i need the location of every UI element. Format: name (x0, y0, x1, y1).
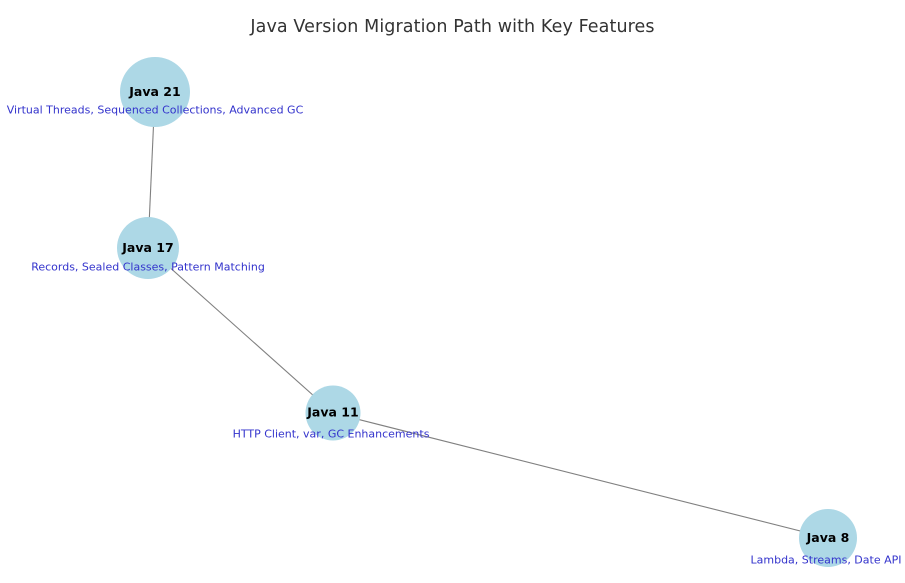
node-label-java8: Java 8 (806, 529, 850, 545)
page-title: Java Version Migration Path with Key Fea… (250, 17, 655, 37)
feature-label-java11: HTTP Client, var, GC Enhancements (232, 427, 430, 441)
feature-label-java17: Records, Sealed Classes, Pattern Matchin… (31, 260, 265, 274)
feature-label-java21: Virtual Threads, Sequenced Collections, … (6, 103, 304, 117)
graph-node-java21[interactable]: Java 21 (120, 57, 190, 127)
node-label-java21: Java 21 (129, 83, 181, 99)
node-label-java17: Java 17 (122, 239, 174, 255)
feature-label-java8: Lambda, Streams, Date API (750, 553, 902, 567)
node-label-java11: Java 11 (307, 404, 359, 420)
